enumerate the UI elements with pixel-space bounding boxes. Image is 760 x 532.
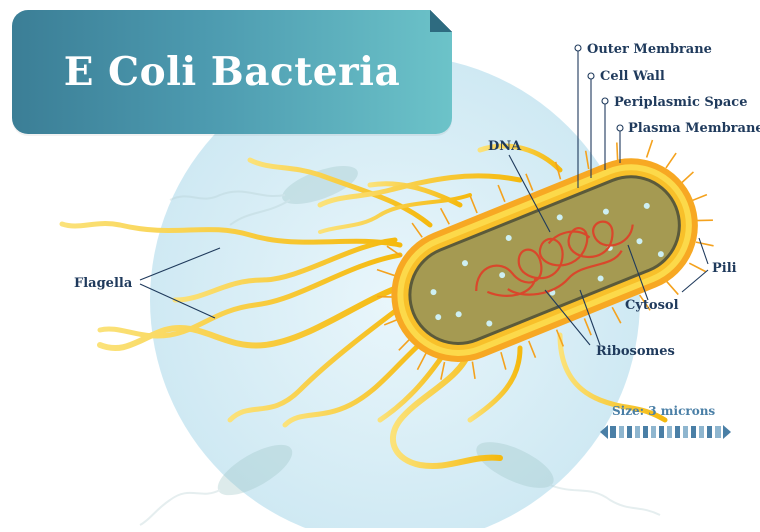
label-flagella: Flagella xyxy=(74,276,133,291)
scale-bar xyxy=(600,425,731,439)
label-cell-wall: Cell Wall xyxy=(600,69,665,84)
label-pili: Pili xyxy=(712,261,737,276)
label-outer-membrane: Outer Membrane xyxy=(587,42,712,57)
page-title: E Coli Bacteria xyxy=(12,10,452,134)
label-ribosomes: Ribosomes xyxy=(596,344,675,359)
label-cytosol: Cytosol xyxy=(625,298,679,313)
label-dna: DNA xyxy=(488,139,522,154)
label-periplasmic-space: Periplasmic Space xyxy=(614,95,747,110)
scale-label: Size: 3 microns xyxy=(612,404,715,418)
label-plasma-membrane: Plasma Membrane xyxy=(628,121,760,136)
